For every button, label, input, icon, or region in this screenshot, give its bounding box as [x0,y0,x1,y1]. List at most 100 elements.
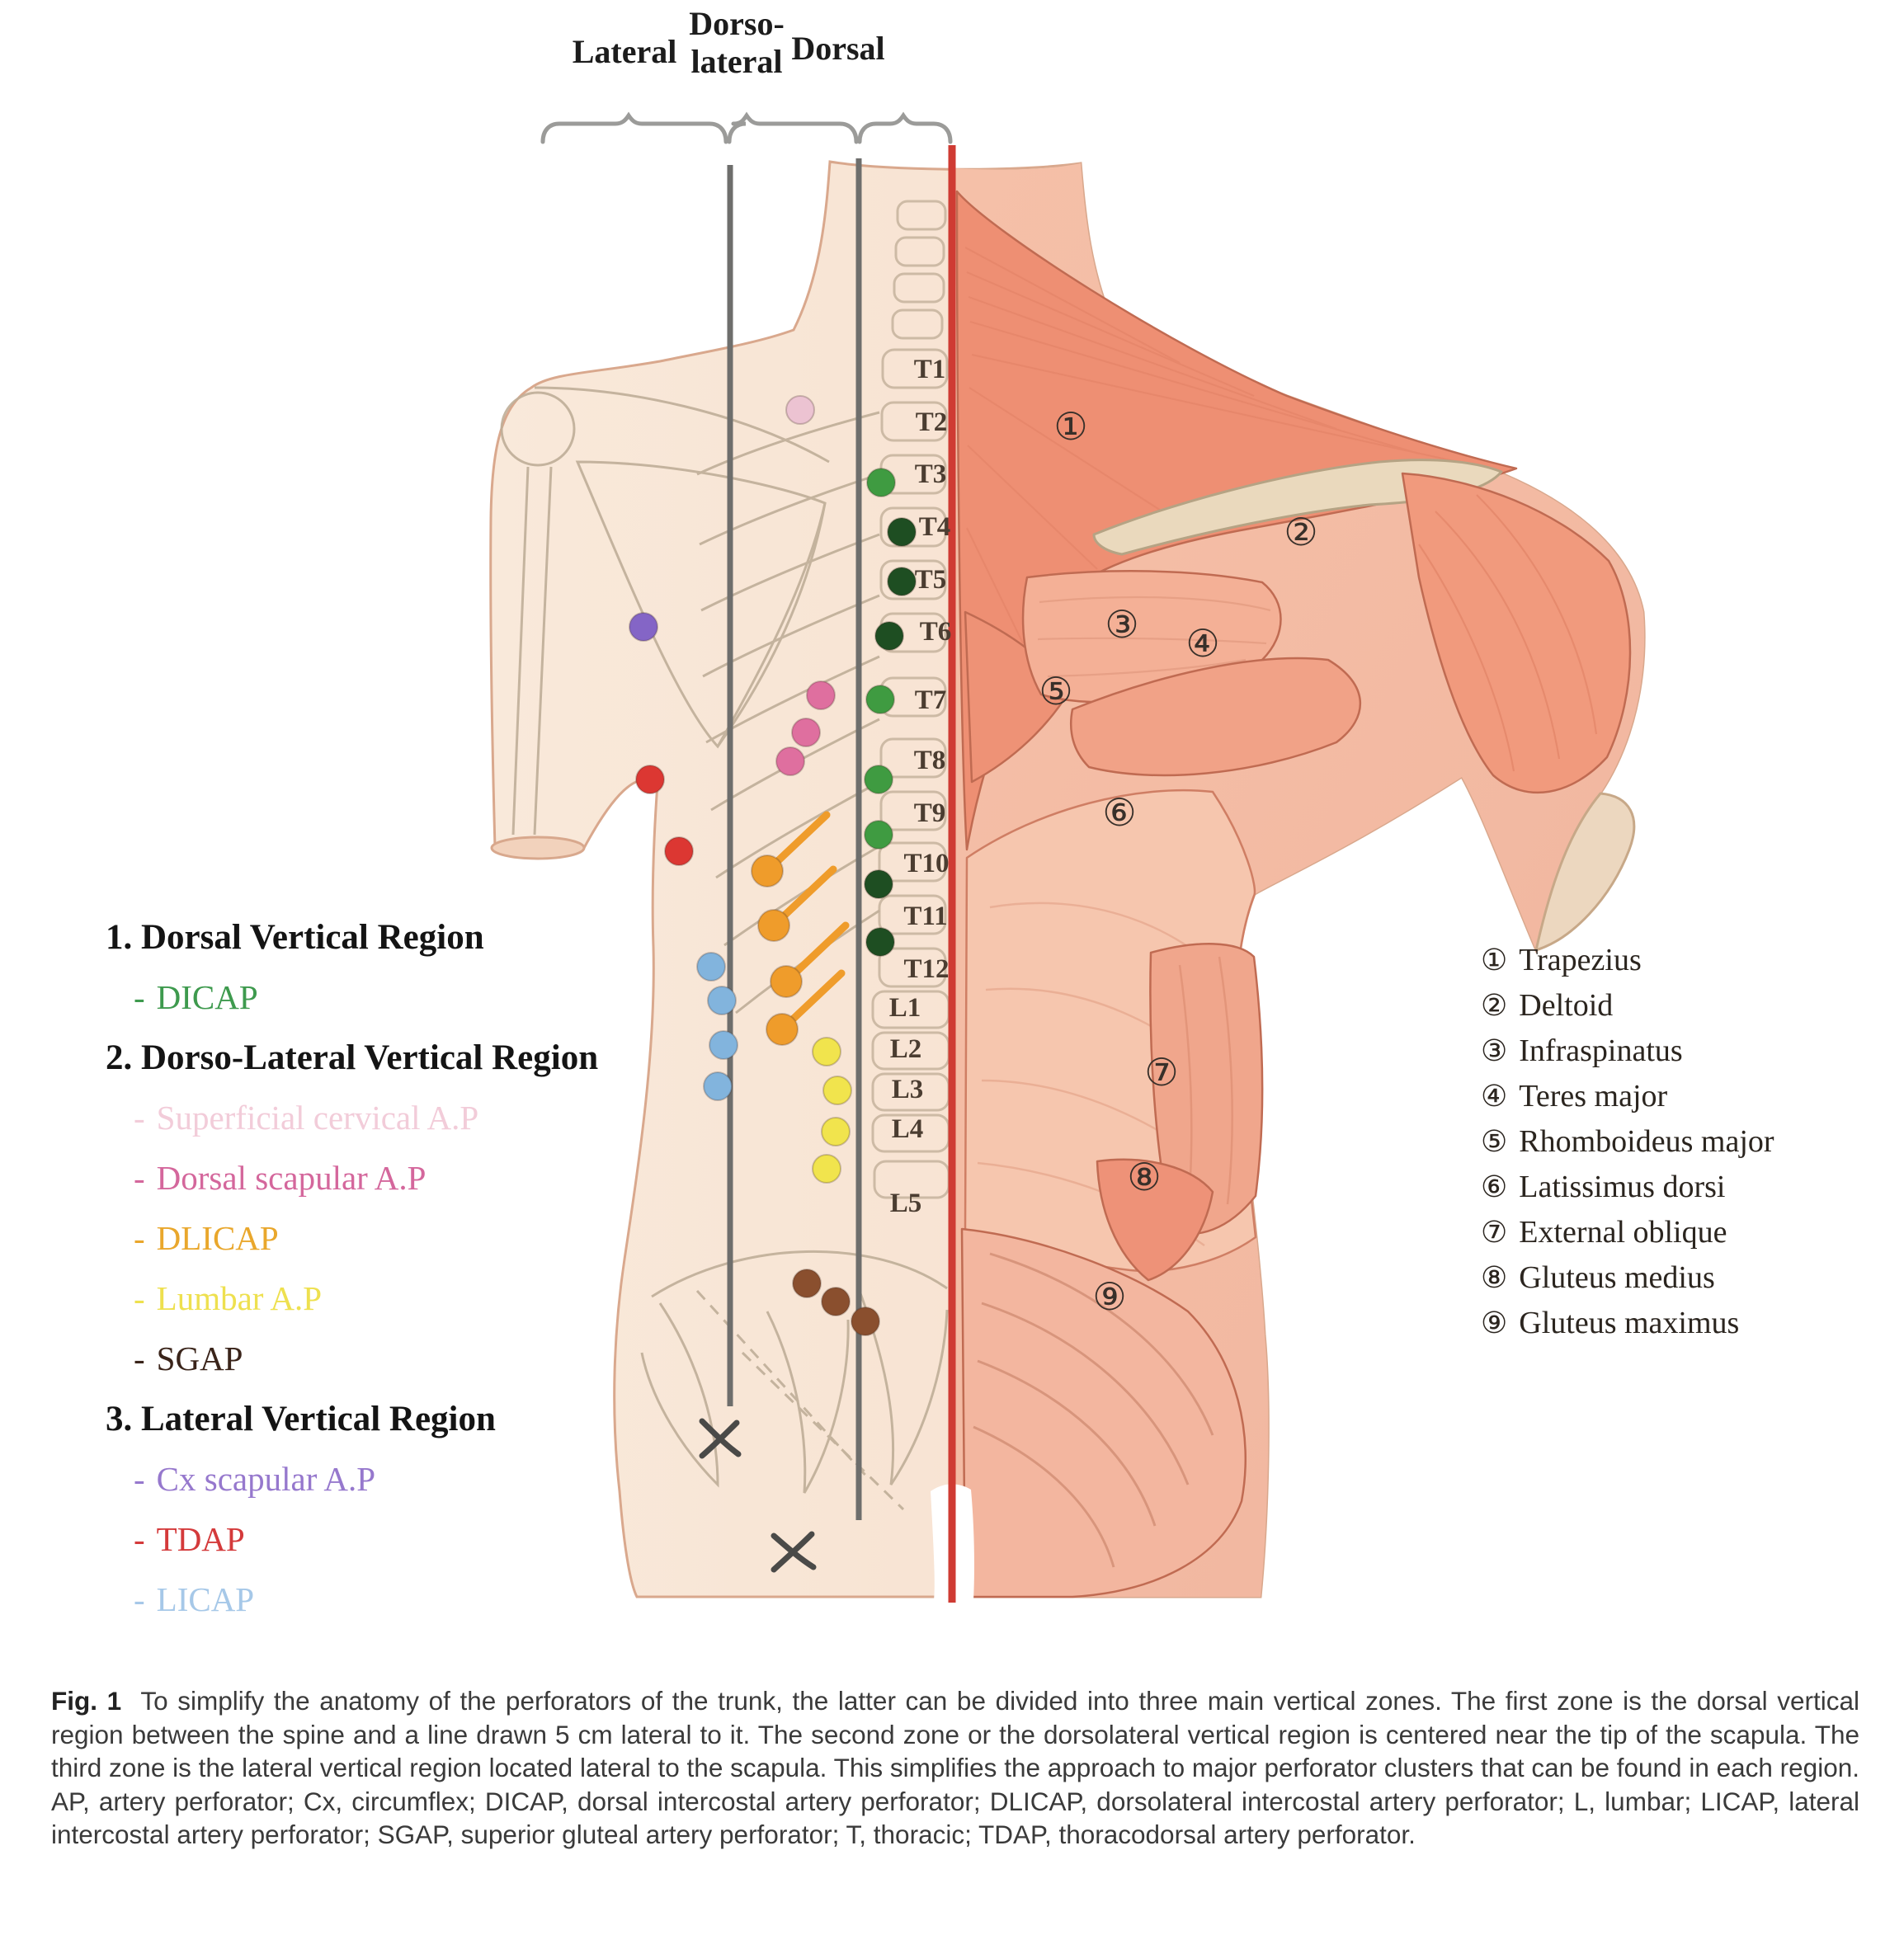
muscle-name: External oblique [1519,1215,1727,1250]
region-legend-entries: -Superficial cervical A.P -Dorsal scapul… [106,1098,650,1399]
x-marks [699,1418,817,1573]
lumbar-ap-dot [812,1154,841,1184]
muscle-name: Gluteus maximus [1519,1306,1740,1340]
muscle-name: Latissimus dorsi [1519,1170,1726,1204]
dicap-dot [864,869,893,899]
dlicap-dot [770,965,803,998]
lumbar-ap-dot [812,1037,841,1066]
dicap-dot [865,927,895,957]
licap-dot [696,952,726,982]
region-legend-entry: -Lumbar A.P [106,1278,650,1339]
vertebra-label-L4: L4 [892,1114,924,1144]
vertebra-label-T8: T8 [914,746,946,775]
region-legend-entry-label: Superficial cervical A.P [156,1099,479,1137]
region-legend-title: 1. Dorsal Vertical Region [106,918,484,957]
muscle-number-icon: ② [1481,989,1508,1023]
zone-braces [540,111,953,144]
vertebra-label-T2: T2 [916,407,948,437]
region-legend-entries: -Cx scapular A.P -TDAP -LICAP [106,1459,650,1640]
muscle-number-icon: ⑦ [1481,1216,1508,1250]
legend-dash: - [134,1520,145,1558]
dicap-dot [887,517,917,547]
legend-dash: - [134,1159,145,1197]
region-legend-section: 1. Dorsal Vertical Region -DICAP [106,917,650,1038]
region-legend: 1. Dorsal Vertical Region -DICAP 2. Dors… [106,917,650,1640]
legend-dash: - [134,1099,145,1137]
lumbar-ap-dot [822,1076,852,1105]
cx-scapular-ap-dot [629,612,658,642]
muscle-name: Rhomboideus major [1519,1124,1774,1159]
region-legend-section: 3. Lateral Vertical Region -Cx scapular … [106,1399,650,1640]
region-legend-entry: -Dorsal scapular A.P [106,1158,650,1218]
muscle-marker-⑤: ⑤ [1039,669,1072,713]
muscle-marker-⑧: ⑧ [1127,1155,1161,1199]
dorsal-scapular-ap-dot [775,746,805,776]
muscle-name: Trapezius [1519,943,1642,977]
vertebra-label-T7: T7 [915,685,947,715]
lateral-brace [540,111,728,144]
right-arm-cut-face [1534,792,1636,952]
legend-dash: - [134,1279,145,1317]
region-legend-title: 2. Dorso-Lateral Vertical Region [106,1038,599,1077]
scapular-spine-bone [1092,459,1503,556]
tdap-dot [664,836,694,866]
caption-fig-label: Fig. 1 [51,1686,122,1716]
gluteus-maximus-muscle [960,1227,1247,1598]
vertebra-label-T5: T5 [915,565,947,595]
vertebra-label-T12: T12 [903,954,949,984]
muscle-number-icon: ③ [1481,1034,1508,1068]
vertebra-label-L5: L5 [890,1189,922,1218]
vertebra-label-T6: T6 [920,617,952,647]
zone-label-dorsolateral-line1: Dorso- [689,5,785,42]
licap-dot [703,1071,733,1101]
teres-major-muscle [1069,657,1362,777]
legend-dash: - [134,1339,145,1377]
region-legend-entry-label: DLICAP [156,1219,279,1257]
dicap-dot [887,567,917,596]
muscle-legend-item: ⑦ External oblique [1481,1214,1893,1259]
region-legend-title: 3. Lateral Vertical Region [106,1400,496,1438]
dorsal-scapular-ap-dot [806,680,836,710]
region-legend-entry-label: DICAP [156,978,258,1016]
legend-dash: - [134,978,145,1016]
region-legend-entry: -SGAP [106,1339,650,1399]
dicap-dot [864,765,893,794]
dlicap-dot [766,1013,799,1046]
muscle-number-icon: ⑨ [1481,1306,1508,1340]
vertebra-label-T4: T4 [919,512,951,542]
zone-label-lateral: Lateral [572,33,677,70]
sgap-dot [821,1287,851,1316]
muscle-marker-⑦: ⑦ [1144,1050,1178,1095]
region-legend-entry-label: SGAP [156,1339,243,1377]
muscle-number-icon: ⑥ [1481,1170,1508,1204]
zone-label-dorsal: Dorsal [791,30,885,67]
zone-label-dorsolateral-line2: lateral [690,43,783,80]
lumbar-ap-dot [821,1117,851,1146]
muscle-marker-⑨: ⑨ [1092,1274,1126,1319]
region-legend-entry: -DLICAP [106,1218,650,1278]
region-legend-entry-label: LICAP [156,1580,255,1618]
muscle-name: Deltoid [1519,988,1614,1023]
dicap-dot [866,468,896,497]
muscle-marker-④: ④ [1185,621,1219,666]
spine-sketch [871,200,950,1199]
region-legend-entry-label: TDAP [156,1520,245,1558]
licap-dot [709,1030,738,1060]
perforator-dots [629,395,917,1336]
muscle-number-icon: ④ [1481,1080,1508,1113]
caption-text: To simplify the anatomy of the perforato… [51,1686,1859,1849]
sgap-dot [851,1306,880,1336]
vertebra-label-L3: L3 [892,1075,924,1104]
vertebra-label-L2: L2 [890,1034,922,1064]
vertebra-label-T11: T11 [903,902,947,931]
deltoid-muscle [1401,472,1632,794]
muscle-legend-item: ⑨ Gluteus maximus [1481,1305,1893,1350]
licap-dot [707,986,737,1015]
region-legend-entry: -Superficial cervical A.P [106,1098,650,1158]
